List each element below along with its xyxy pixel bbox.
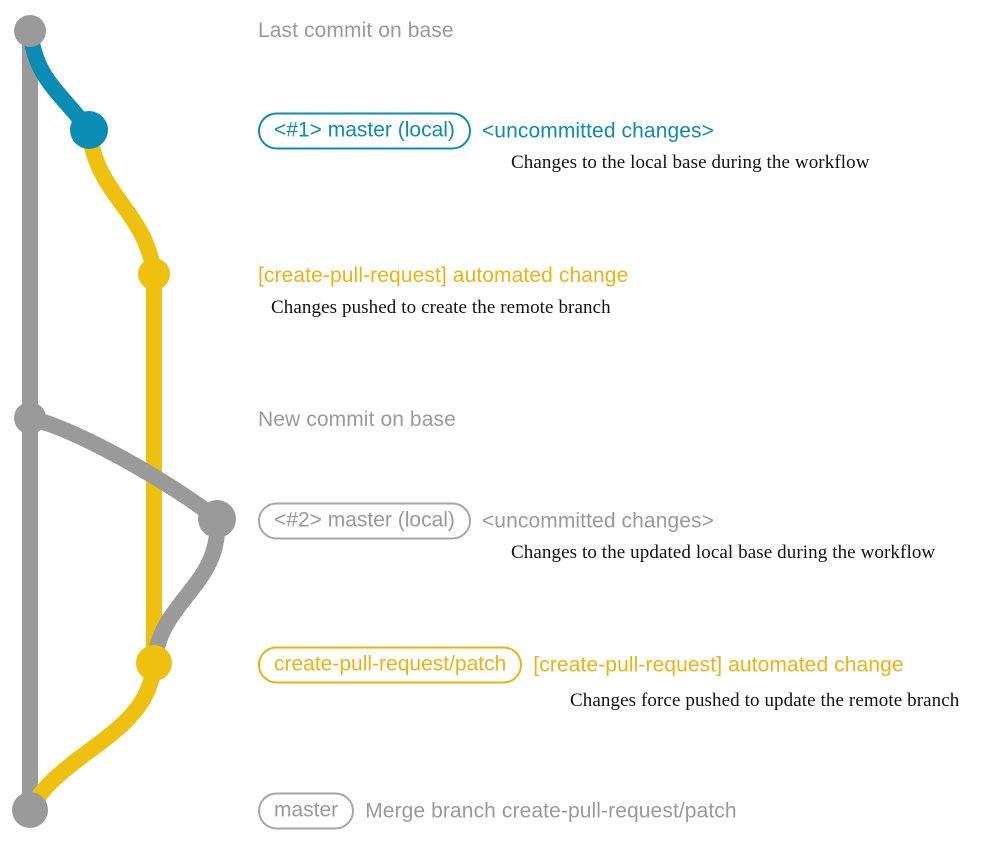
commit-title-automated-change-1: [create-pull-request] automated change [258,264,629,287]
commit-dot-local-2[interactable] [198,500,236,538]
commit-dot-base-merge[interactable] [12,792,48,828]
commit-title-merge-branch: Merge branch create-pull-request/patch [365,798,737,822]
commit-dot-base-last[interactable] [14,15,46,47]
row-local-uncommitted-2: <#2> master (local) <uncommitted changes… [258,502,714,540]
commit-title-last-commit-on-base: Last commit on base [258,19,454,42]
commit-title-automated-change-2: [create-pull-request] automated change [533,652,904,676]
commit-dot-local-1[interactable] [70,111,108,149]
commit-title-new-commit-on-base: New commit on base [258,408,456,431]
badge-master[interactable]: master [258,792,355,830]
description-remote-branch-updated: Changes force pushed to update the remot… [570,690,960,711]
row-remote-branch-updated: create-pull-request/patch [create-pull-r… [258,646,904,684]
commit-title-uncommitted-changes-2: <uncommitted changes> [481,508,714,532]
badge-create-pull-request-patch[interactable]: create-pull-request/patch [258,646,523,684]
row-new-commit-on-base: New commit on base [258,408,456,432]
commit-dot-remote-2[interactable] [136,645,172,681]
description-local-uncommitted-2: Changes to the updated local base during… [511,542,936,563]
row-master-merge: master Merge branch create-pull-request/… [258,792,737,830]
badge-master-local-1[interactable]: <#1> master (local) [258,112,471,150]
row-local-uncommitted-1: <#1> master (local) <uncommitted changes… [258,112,714,150]
description-local-uncommitted-1: Changes to the local base during the wor… [511,152,870,173]
remote2-forcepush-line [146,511,226,671]
local2-branch-line [22,410,225,527]
description-remote-branch-created: Changes pushed to create the remote bran… [271,297,611,318]
row-last-commit-on-base: Last commit on base [258,19,454,43]
remote1-push-line [81,122,162,282]
commit-dot-remote-1[interactable] [138,258,170,290]
row-remote-branch-created: [create-pull-request] automated change [258,264,628,288]
commit-title-uncommitted-changes-1: <uncommitted changes> [481,118,714,142]
merge-line [22,655,162,818]
badge-master-local-2[interactable]: <#2> master (local) [258,502,471,540]
commit-dot-base-new[interactable] [14,402,46,434]
